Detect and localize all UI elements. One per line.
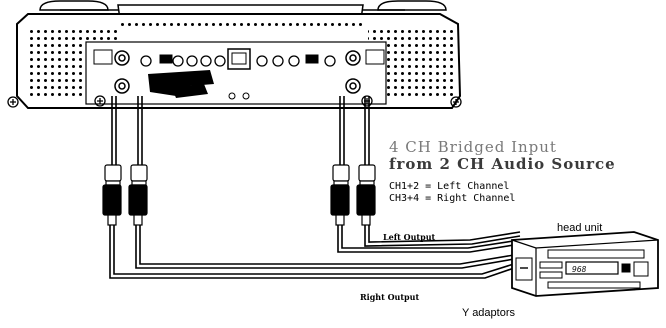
head-unit-display-text: 968 <box>572 265 587 274</box>
y-adaptors-label: Y adaptors <box>462 307 516 319</box>
mounting-screws <box>7 95 462 108</box>
head-unit-display <box>565 261 619 275</box>
rca-cables <box>109 96 521 279</box>
diagram-title-line-1: 4 CH Bridged Input <box>389 138 557 156</box>
left-fuse-block <box>93 49 113 65</box>
control-knobs <box>140 55 336 67</box>
amplifier <box>7 0 462 109</box>
head-unit-label: head unit <box>557 222 603 234</box>
diagram-title-line-2: from 2 CH Audio Source <box>389 155 616 173</box>
right-rca-plug-2 <box>356 164 376 226</box>
rca-plugs <box>102 164 376 226</box>
legacy-logo <box>148 70 214 98</box>
channel-mapping-left: CH1+2 = Left Channel <box>389 181 510 192</box>
amplifier-left-foot <box>39 0 109 11</box>
left-output-label: Left Output <box>383 232 436 242</box>
amplifier-right-foot <box>377 0 447 11</box>
right-mode-switch <box>305 54 319 64</box>
left-rca-plug-2 <box>128 164 148 226</box>
head-unit <box>511 231 659 297</box>
left-rca-plug-1 <box>102 164 122 226</box>
right-output-label: Right Output <box>360 292 420 302</box>
right-fuse-block <box>365 49 385 65</box>
channel-mapping-right: CH3+4 = Right Channel <box>389 193 516 204</box>
left-mode-switch <box>159 54 173 64</box>
amplifier-rca-inputs <box>114 50 361 94</box>
right-rca-plug-1 <box>330 164 350 226</box>
